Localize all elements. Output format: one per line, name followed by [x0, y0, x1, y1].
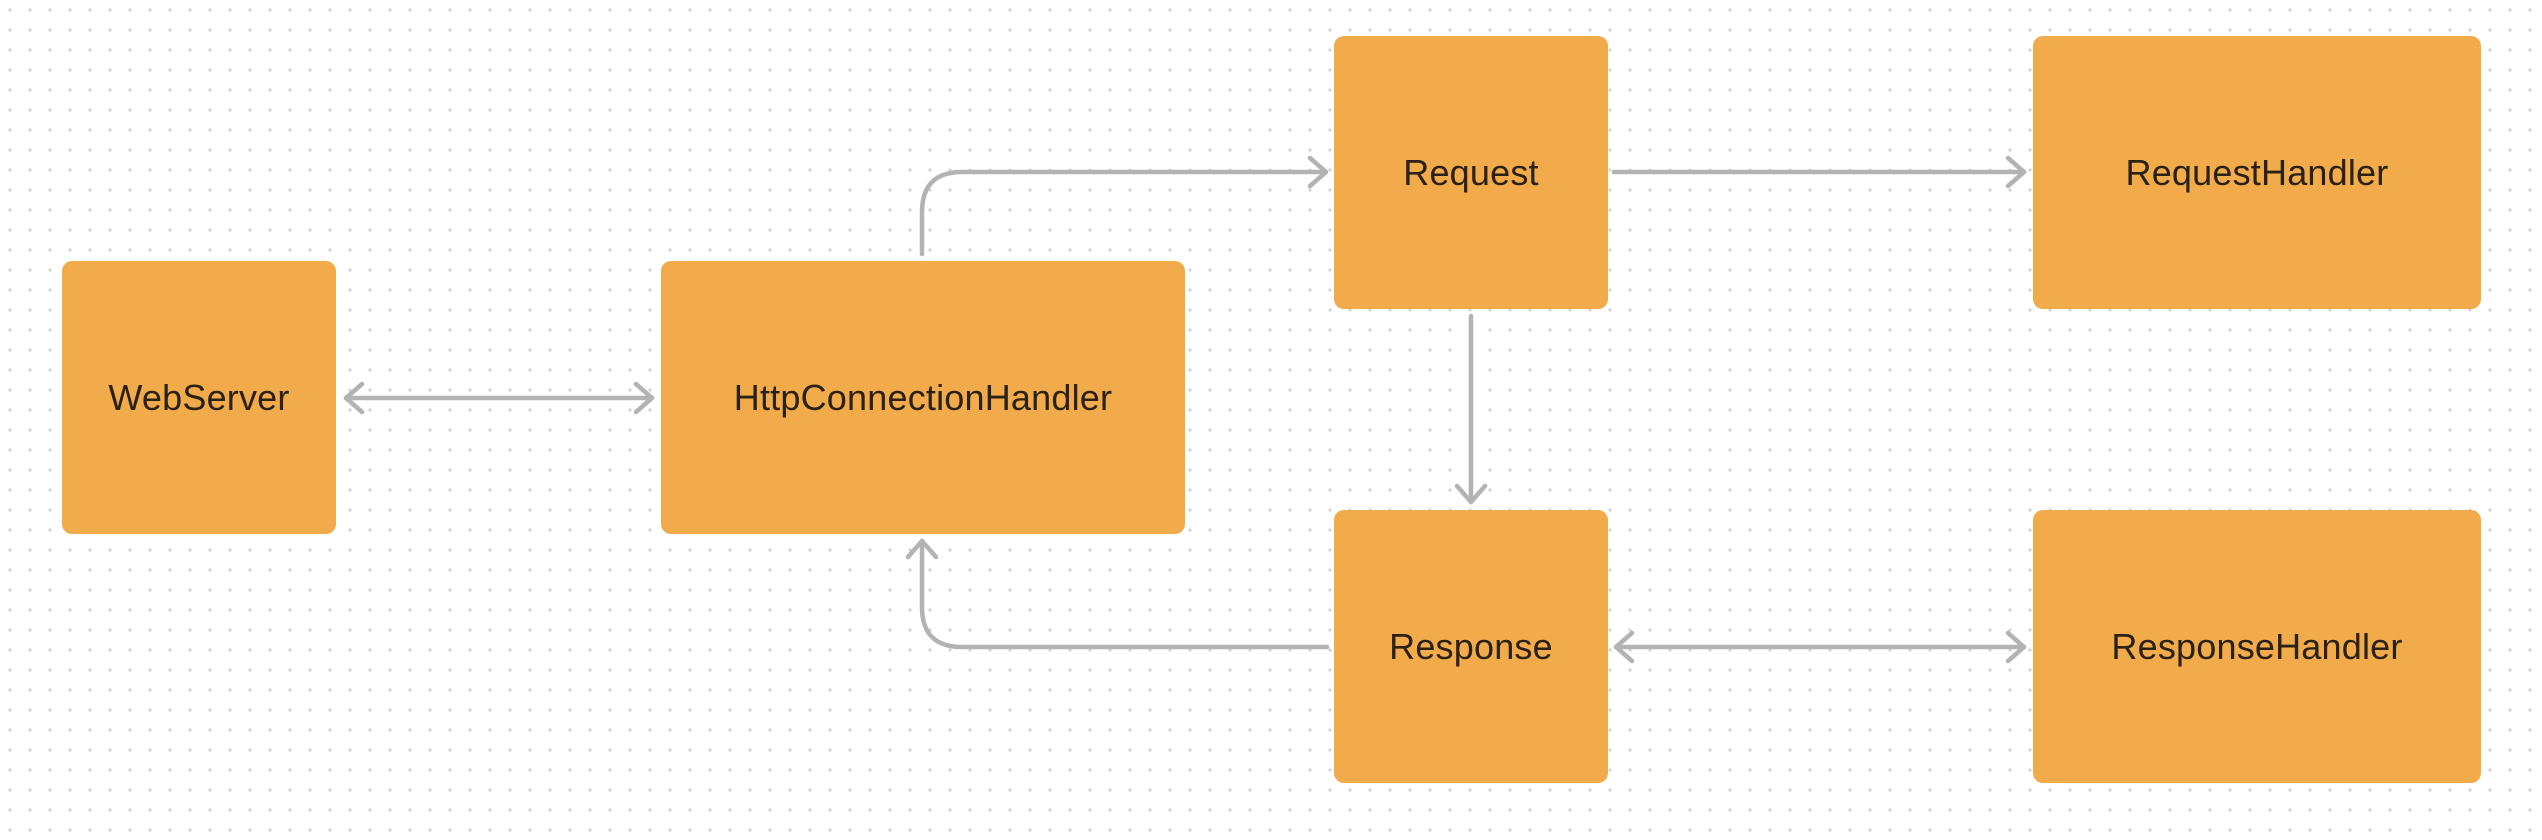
- node-response-handler[interactable]: ResponseHandler: [2033, 510, 2481, 783]
- edge-response-responsehandler: [1613, 630, 2027, 664]
- node-request[interactable]: Request: [1334, 36, 1608, 309]
- node-request-handler[interactable]: RequestHandler: [2033, 36, 2481, 309]
- node-http-connection-handler-label: HttpConnectionHandler: [733, 376, 1113, 418]
- node-response-label: Response: [1389, 625, 1553, 667]
- node-webserver-label: WebServer: [108, 376, 290, 418]
- edge-request-requesthandler: [1611, 155, 2027, 189]
- edge-webserver-http: [343, 381, 655, 415]
- node-request-label: Request: [1403, 151, 1539, 193]
- node-response[interactable]: Response: [1334, 510, 1608, 783]
- node-http-connection-handler[interactable]: HttpConnectionHandler: [661, 261, 1185, 534]
- node-request-handler-label: RequestHandler: [2125, 151, 2389, 193]
- edge-http-request: [919, 155, 1329, 257]
- edge-request-response: [1454, 313, 1488, 505]
- edge-response-http: [905, 538, 1330, 650]
- node-response-handler-label: ResponseHandler: [2111, 625, 2403, 667]
- node-webserver[interactable]: WebServer: [62, 261, 336, 534]
